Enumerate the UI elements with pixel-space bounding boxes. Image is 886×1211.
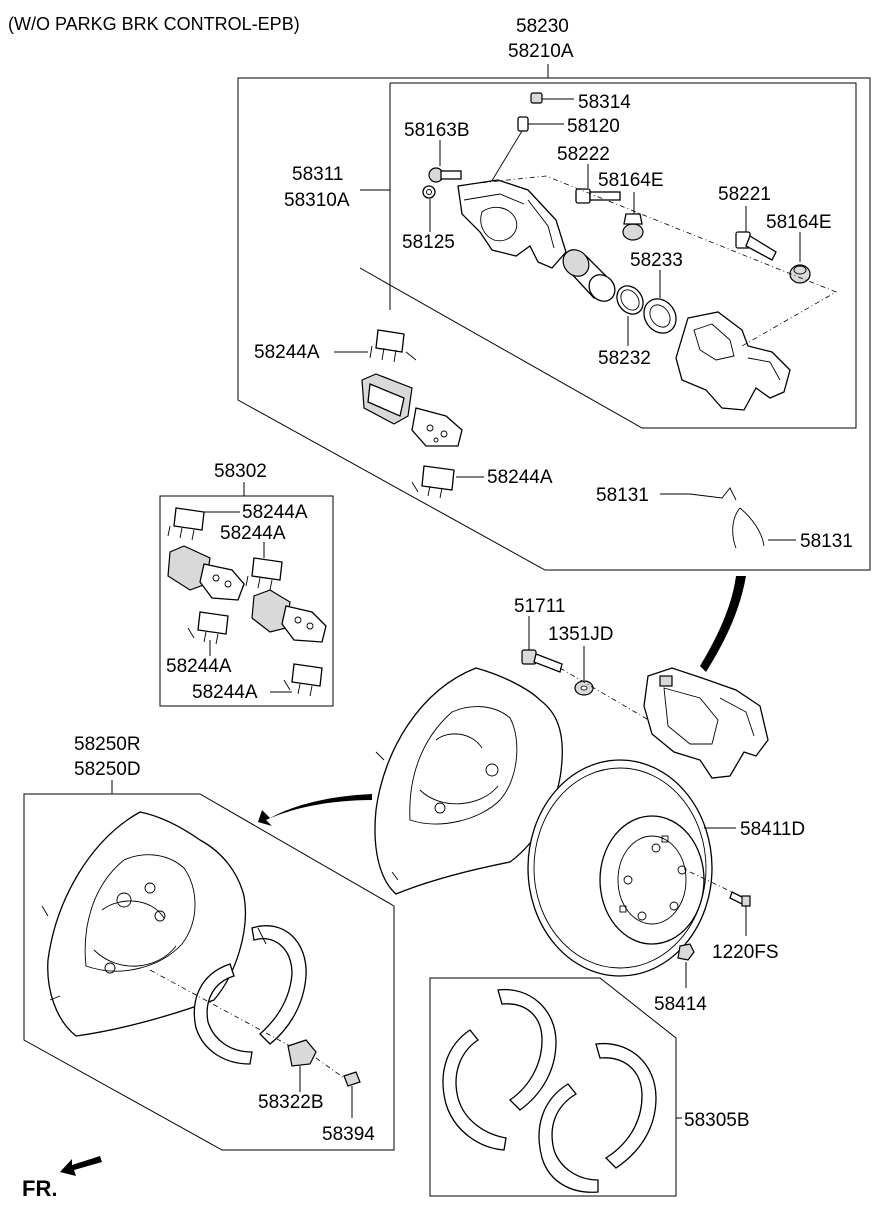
pad-clip-upper (334, 329, 417, 363)
label-58125: 58125 (402, 232, 455, 253)
hold-down-pin (315, 1057, 361, 1118)
kit-shoe-4 (538, 1083, 599, 1193)
kit-shoe-1 (497, 988, 557, 1111)
shoe-kit-frame (429, 977, 677, 1197)
label-58244a-kit-4: 58244A (192, 682, 258, 703)
caliper-assembly-frame (237, 77, 871, 571)
pin-boot-upper (622, 192, 644, 241)
sleeve-bolt (428, 140, 462, 183)
parking-brake-frame (23, 793, 395, 1151)
guide-pin-lower (735, 206, 777, 261)
label-58244a-kit-3: 58244A (166, 656, 232, 677)
label-58314: 58314 (578, 92, 631, 113)
bleeder-screw (489, 116, 564, 185)
label-58311: 58311 (292, 164, 343, 185)
piston-seal (616, 285, 644, 346)
label-58164e-lower: 58164E (766, 212, 832, 233)
label-58244a-kit-1: 58244A (242, 502, 308, 523)
front-direction-indicator: FR. (22, 1156, 102, 1201)
kit-clip-1 (167, 507, 240, 541)
diagram-title: (W/O PARKG BRK CONTROL-EPB) (8, 14, 300, 34)
parking-brake-shoe-1 (251, 925, 307, 1045)
kit-clip-3 (187, 611, 229, 656)
brake-rotor (527, 759, 736, 977)
backing-plate-assembled (374, 667, 563, 895)
assembly-line (469, 175, 837, 347)
caliper-body (457, 179, 567, 269)
brake-pad-outer (411, 407, 463, 447)
shoe-adjuster (149, 969, 317, 1092)
assembly-arrow-icon (700, 576, 746, 672)
assembly-line (559, 667, 653, 723)
label-58322b: 58322B (258, 1092, 324, 1113)
label-58411d: 58411D (740, 819, 805, 840)
kit-shoe-3 (595, 1042, 657, 1169)
label-58221: 58221 (718, 184, 771, 205)
label-58230: 58230 (516, 16, 569, 37)
bleeder-cap (530, 92, 574, 104)
kit-pad-2 (251, 589, 327, 643)
label-58210a: 58210A (508, 41, 574, 62)
label-58310a: 58310A (284, 190, 350, 211)
label-58232: 58232 (598, 348, 651, 369)
washer (422, 185, 436, 232)
assembly-arrow-icon (258, 794, 372, 826)
kit-pad-1 (167, 545, 245, 601)
caliper-piston (562, 249, 616, 302)
label-58244a-upper: 58244A (254, 342, 320, 363)
rotor-screw (689, 871, 751, 936)
label-58222: 58222 (557, 144, 610, 165)
label-58233: 58233 (630, 250, 683, 271)
brake-pad-inner (361, 373, 413, 425)
kit-clip-2 (245, 542, 283, 591)
assembled-caliper (643, 667, 769, 779)
label-58394: 58394 (322, 1124, 375, 1145)
backing-plate (41, 811, 247, 1037)
label-58244a-lower: 58244A (487, 467, 553, 488)
label-58131-upper: 58131 (596, 485, 649, 506)
anti-rattle-spring-lower (732, 507, 796, 549)
label-1220fs: 1220FS (712, 942, 779, 963)
front-arrow-icon (60, 1156, 102, 1176)
caliper-body-frame (359, 82, 857, 429)
kit-clip-4 (270, 663, 323, 697)
label-1351jd: 1351JD (548, 624, 614, 645)
pin-boot-lower (789, 232, 811, 284)
anti-rattle-spring-upper (660, 487, 737, 501)
hub-nut (677, 943, 695, 988)
label-58120: 58120 (567, 116, 620, 137)
caliper-carrier (675, 311, 791, 411)
parking-brake-shoe-2 (193, 963, 253, 1065)
label-58302: 58302 (214, 461, 267, 482)
label-58414: 58414 (654, 994, 707, 1015)
hub-washer (574, 646, 594, 696)
label-58131-lower: 58131 (800, 531, 853, 552)
kit-shoe-2 (442, 1029, 507, 1151)
pad-clip-lower (411, 465, 484, 499)
piston-boot (643, 270, 677, 334)
label-58244a-kit-2: 58244A (220, 523, 286, 544)
label-58250d: 58250D (74, 759, 141, 780)
pad-kit-frame (159, 495, 334, 707)
label-58163b: 58163B (404, 120, 470, 141)
front-label: FR. (22, 1176, 57, 1201)
hub-bolt (521, 616, 563, 673)
label-51711: 51711 (514, 596, 565, 617)
label-58305b: 58305B (684, 1110, 750, 1131)
label-58164e-upper: 58164E (598, 170, 664, 191)
label-58250r: 58250R (74, 734, 141, 755)
